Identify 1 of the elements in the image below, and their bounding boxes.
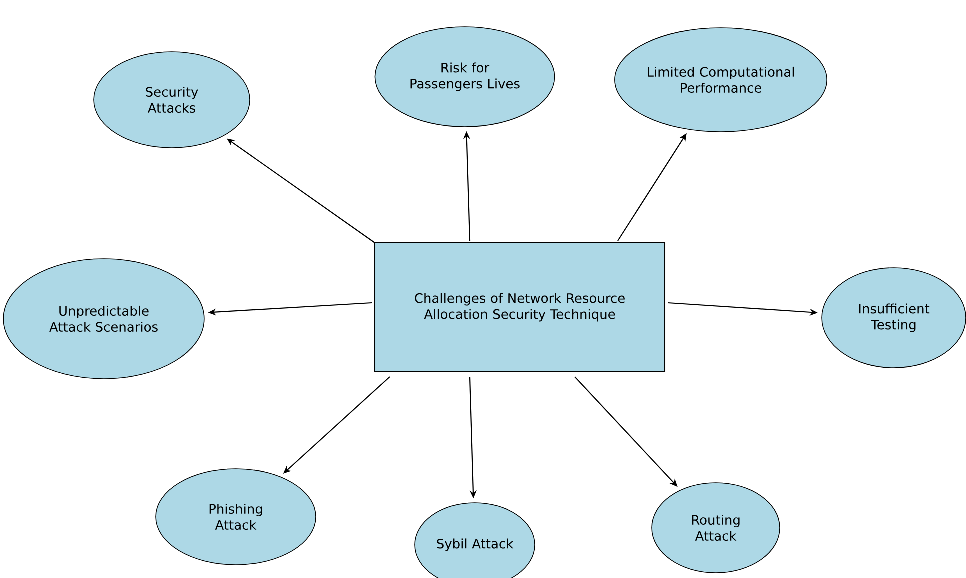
central-box: Challenges of Network Resource Allocation Security Technique bbox=[374, 242, 666, 372]
